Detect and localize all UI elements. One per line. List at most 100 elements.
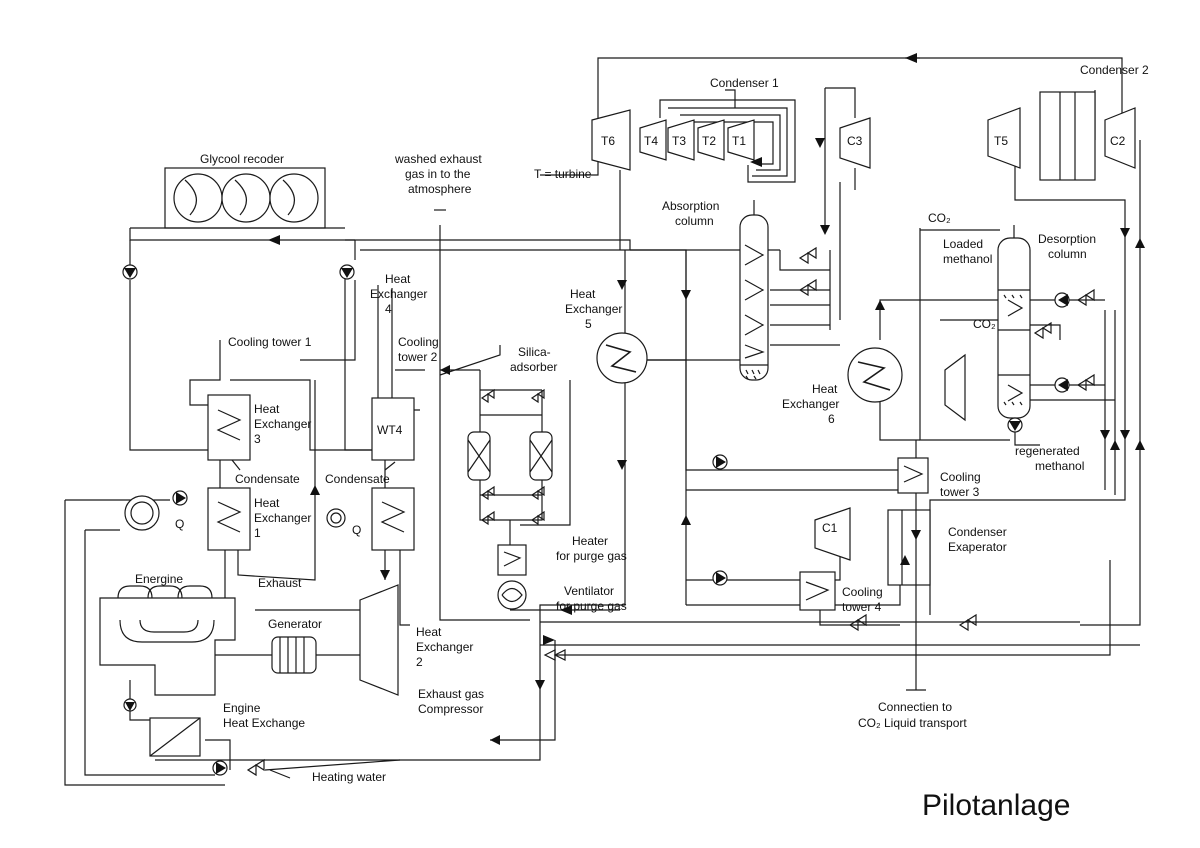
label-hx1-3: 1 xyxy=(254,526,261,540)
label-co2-top: CO₂ xyxy=(928,211,951,225)
label-hx6-3: 6 xyxy=(828,412,835,426)
label-c1: C1 xyxy=(822,521,838,535)
label-heater-1: Heater xyxy=(572,534,608,548)
label-hx4-1: Heat xyxy=(385,272,411,286)
label-hx5-3: 5 xyxy=(585,317,592,331)
label-condenser-1: Condenser 1 xyxy=(710,76,779,90)
label-energine: Energine xyxy=(135,572,183,586)
turbine-t1 xyxy=(727,119,755,161)
cooling-tower-4 xyxy=(799,571,836,611)
labels: Glycool recoder washed exhaust gas in to… xyxy=(135,63,1149,822)
heat-exchanger-3 xyxy=(207,394,251,461)
heater-purge xyxy=(497,544,527,576)
label-generator: Generator xyxy=(268,617,322,631)
label-hx5-2: Exchanger xyxy=(565,302,622,316)
label-condensate-2: Condensate xyxy=(325,472,390,486)
turbine-t4 xyxy=(639,119,667,161)
compressor-small xyxy=(944,353,966,422)
label-engine-hx-1: Engine xyxy=(223,701,261,715)
label-c2: C2 xyxy=(1110,134,1126,148)
label-cond-evap-2: Exaperator xyxy=(948,540,1007,554)
label-washed-3: atmosphere xyxy=(408,182,472,196)
label-heating-water: Heating water xyxy=(312,770,386,784)
label-compressor-1: Exhaust gas xyxy=(418,687,484,701)
engine xyxy=(99,585,272,696)
label-engine-hx-2: Heat Exchange xyxy=(223,716,305,730)
label-q2: Q xyxy=(352,523,361,537)
label-t4: T4 xyxy=(644,134,658,148)
label-ventilator-1: Ventilator xyxy=(564,584,614,598)
label-silica-1: Silica- xyxy=(518,345,551,359)
label-ct2-2: tower 2 xyxy=(398,350,438,364)
engine-heat-exchange xyxy=(149,717,201,757)
label-co2-mid: CO₂ xyxy=(973,317,996,331)
label-exhaust: Exhaust xyxy=(258,576,302,590)
label-hx3-1: Heat xyxy=(254,402,280,416)
label-c3: C3 xyxy=(847,134,863,148)
label-cond-evap-1: Condenser xyxy=(948,525,1007,539)
label-washed-2: gas in to the xyxy=(405,167,471,181)
heat-exchanger-1 xyxy=(207,487,251,551)
compressor-c3 xyxy=(839,117,871,169)
heat-exchanger-2 xyxy=(371,487,415,551)
glycool-recoder xyxy=(130,167,345,229)
label-hx5-1: Heat xyxy=(570,287,596,301)
absorption-column xyxy=(739,200,769,381)
turbines xyxy=(591,107,1136,561)
label-hx3-2: Exchanger xyxy=(254,417,311,431)
cooling-tower-3 xyxy=(897,457,929,494)
label-t6: T6 xyxy=(601,134,615,148)
label-hx6-2: Exchanger xyxy=(782,397,839,411)
label-t1: T1 xyxy=(732,134,746,148)
label-ct3-1: Cooling xyxy=(940,470,981,484)
label-regenerated-1: regenerated xyxy=(1015,444,1080,458)
compressor-c2 xyxy=(1104,107,1136,169)
turbine-t5 xyxy=(987,107,1021,169)
label-loaded-1: Loaded xyxy=(943,237,983,251)
page-title: Pilotanlage xyxy=(922,789,1070,822)
label-hx1-1: Heat xyxy=(254,496,280,510)
label-condenser-2: Condenser 2 xyxy=(1080,63,1149,77)
label-t5: T5 xyxy=(994,134,1008,148)
label-connection-2: CO₂ Liquid transport xyxy=(858,716,967,730)
label-desorption-2: column xyxy=(1048,247,1087,261)
label-condensate-1: Condensate xyxy=(235,472,300,486)
label-washed-1: washed exhaust xyxy=(394,152,482,166)
label-hx2-3: 2 xyxy=(416,655,423,669)
flow-arrows xyxy=(268,53,1145,745)
heat-exchanger-boxes xyxy=(207,394,931,611)
compressor-c1 xyxy=(814,507,851,561)
label-hx6-1: Heat xyxy=(812,382,838,396)
turbine-t2 xyxy=(697,119,725,161)
label-absorption-1: Absorption xyxy=(662,199,719,213)
label-turbine-note: T = turbine xyxy=(534,167,592,181)
label-ct4-1: Cooling xyxy=(842,585,883,599)
label-hx3-3: 3 xyxy=(254,432,261,446)
valves xyxy=(246,246,1095,777)
condenser-2 xyxy=(1039,91,1096,181)
exhaust-gas-compressor xyxy=(359,584,399,696)
label-t2: T2 xyxy=(702,134,716,148)
label-ct2-1: Cooling xyxy=(398,335,439,349)
label-hx1-2: Exchanger xyxy=(254,511,311,525)
generator xyxy=(271,636,360,674)
wt4 xyxy=(371,397,415,461)
label-q1: Q xyxy=(175,517,184,531)
ventilator-purge xyxy=(497,580,527,610)
label-heater-2: for purge gas xyxy=(556,549,627,563)
label-hx2-1: Heat xyxy=(416,625,442,639)
turbine-t6 xyxy=(591,109,631,171)
desorption-column xyxy=(997,225,1031,419)
label-loaded-2: methanol xyxy=(943,252,992,266)
label-absorption-2: column xyxy=(675,214,714,228)
turbine-t3 xyxy=(667,119,695,161)
pumps xyxy=(122,264,1070,776)
label-ct1: Cooling tower 1 xyxy=(228,335,312,349)
condenser-exaperator xyxy=(887,509,931,586)
label-ct3-2: tower 3 xyxy=(940,485,980,499)
label-regenerated-2: methanol xyxy=(1035,459,1084,473)
label-hx4-2: Exchanger xyxy=(370,287,427,301)
label-hx2-2: Exchanger xyxy=(416,640,473,654)
label-wt4: WT4 xyxy=(377,423,403,437)
